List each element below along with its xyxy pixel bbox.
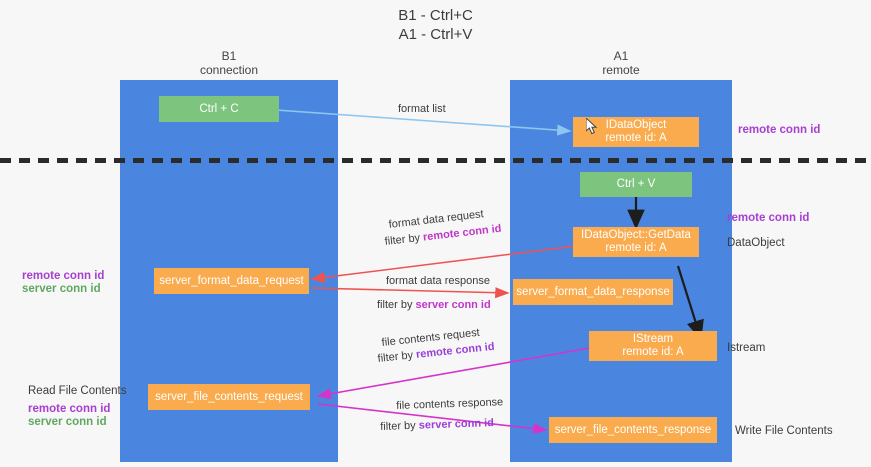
- box-server-file-contents-request-label: server_file_contents_request: [155, 390, 303, 403]
- column-header-b1-sub: connection: [199, 63, 259, 77]
- edge-label-file-contents-response-filter: filter by server conn id: [380, 416, 494, 434]
- edge-label-format-list: format list: [398, 103, 446, 115]
- column-header-b1-name: B1: [221, 49, 237, 63]
- box-server-format-data-response-label: server_format_data_response: [516, 285, 670, 298]
- note-left-remote-conn-id-2: remote conn id: [28, 403, 111, 415]
- column-header-a1-sub: remote: [602, 63, 640, 77]
- box-idataobject-getdata[interactable]: IDataObject::GetData remote id: A: [573, 227, 699, 257]
- box-server-file-contents-response-label: server_file_contents_response: [554, 423, 712, 436]
- note-istream: Istream: [727, 342, 766, 354]
- note-write-file-contents: Write File Contents: [735, 425, 833, 437]
- box-server-file-contents-response[interactable]: server_file_contents_response: [549, 417, 717, 443]
- box-idataobject-getdata-line-2: remote id: A: [605, 242, 667, 254]
- box-istream-line-1: IStream: [632, 333, 674, 345]
- box-idataobject[interactable]: IDataObject remote id: A: [573, 117, 699, 147]
- box-istream-line-2: remote id: A: [622, 346, 684, 358]
- phase-divider: [0, 158, 871, 163]
- box-ctrl-c[interactable]: Ctrl + C: [159, 96, 279, 122]
- page-title: B1 - Ctrl+C A1 - Ctrl+V: [0, 6, 871, 44]
- box-ctrl-v-label: Ctrl + V: [616, 178, 656, 190]
- column-header-a1-name: A1: [613, 49, 629, 63]
- filter-key: server conn id: [418, 417, 495, 432]
- note-dataobject: DataObject: [727, 237, 785, 249]
- note-remote-conn-id-top: remote conn id: [738, 124, 821, 136]
- note-read-file-contents: Read File Contents: [28, 385, 127, 397]
- note-remote-conn-id-mid: remote conn id: [727, 212, 810, 224]
- note-left-server-conn-id-2: server conn id: [28, 416, 107, 428]
- filter-key: server conn id: [415, 299, 491, 311]
- box-idataobject-line-2: remote id: A: [605, 132, 667, 144]
- page-title-line-2: A1 - Ctrl+V: [398, 26, 473, 43]
- column-header-a1: A1 remote: [510, 49, 732, 77]
- box-idataobject-getdata-line-1: IDataObject::GetData: [581, 229, 691, 241]
- box-server-format-data-response[interactable]: server_format_data_response: [513, 279, 673, 305]
- box-server-format-data-request[interactable]: server_format_data_request: [154, 268, 309, 294]
- note-left-server-conn-id: server conn id: [22, 283, 101, 295]
- filter-prefix: filter by: [377, 348, 417, 365]
- filter-prefix: filter by: [384, 231, 424, 248]
- box-ctrl-c-label: Ctrl + C: [199, 102, 239, 115]
- page-title-line-1: B1 - Ctrl+C: [398, 7, 473, 24]
- box-ctrl-v[interactable]: Ctrl + V: [580, 172, 692, 197]
- box-server-format-data-request-label: server_format_data_request: [159, 274, 304, 287]
- edge-label-format-data-response: format data response: [386, 275, 490, 287]
- filter-prefix: filter by: [380, 419, 419, 433]
- note-left-remote-conn-id: remote conn id: [22, 270, 105, 282]
- edge-label-format-data-response-filter: filter by server conn id: [377, 298, 491, 312]
- edge-label-file-contents-response: file contents response: [396, 396, 504, 412]
- filter-prefix: filter by: [377, 299, 416, 311]
- box-istream[interactable]: IStream remote id: A: [589, 331, 717, 361]
- box-server-file-contents-request[interactable]: server_file_contents_request: [148, 384, 310, 410]
- column-header-b1: B1 connection: [120, 49, 338, 77]
- box-idataobject-line-1: IDataObject: [605, 119, 667, 131]
- arrow-format-data-response: [311, 287, 510, 299]
